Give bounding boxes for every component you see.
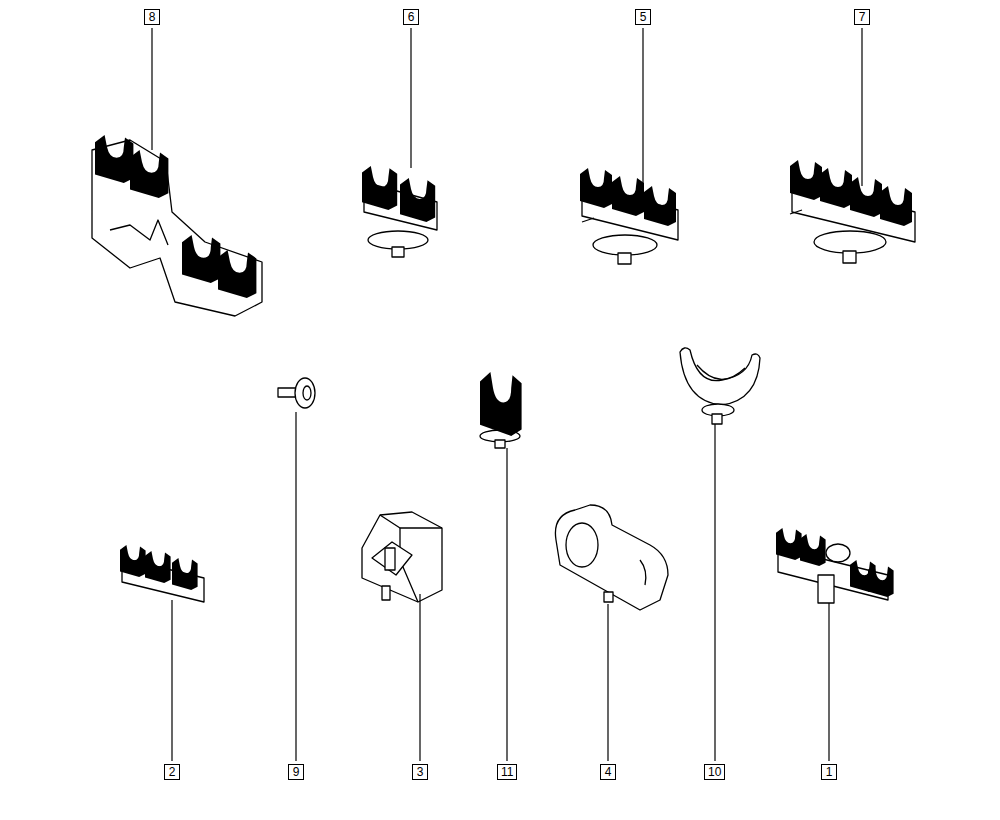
callout-number: 3: [412, 764, 428, 780]
leader-lines: [152, 28, 862, 761]
callout-number: 9: [288, 764, 304, 780]
callout-number: 2: [164, 764, 180, 780]
callout-number: 1: [821, 764, 837, 780]
callout-number: 6: [403, 9, 419, 25]
callout-number: 5: [635, 9, 651, 25]
clip-drawings: [92, 135, 915, 610]
callout-number: 10: [704, 764, 725, 780]
callout-number: 7: [854, 9, 870, 25]
callout-number: 11: [497, 764, 517, 780]
callout-number: 8: [144, 9, 160, 25]
callout-number: 4: [600, 764, 616, 780]
